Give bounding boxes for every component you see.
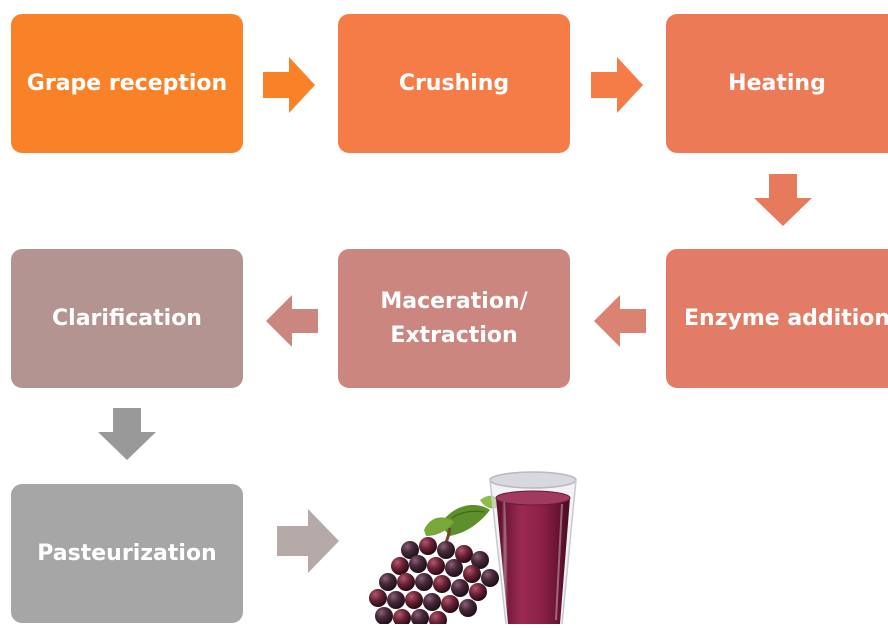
step-grape-reception: Grape reception xyxy=(11,14,243,153)
arrow-right-icon xyxy=(277,509,339,573)
arrow-right-icon xyxy=(263,57,315,113)
step-label: Pasteurization xyxy=(37,540,217,566)
arrow-right-icon xyxy=(591,57,643,113)
step-enzyme-addition: Enzyme addition xyxy=(666,249,888,388)
step-pasteurization: Pasteurization xyxy=(11,484,243,623)
step-label: Crushing xyxy=(398,70,510,96)
arrow-down-icon xyxy=(98,408,156,460)
arrow-down-icon xyxy=(754,174,812,226)
step-clarification: Clarification xyxy=(11,249,243,388)
step-maceration-extraction: Maceration/ Extraction xyxy=(338,249,570,388)
step-label: Clarification xyxy=(52,305,202,331)
step-label: Maceration/ Extraction xyxy=(380,288,528,348)
arrow-left-icon xyxy=(266,295,318,347)
grape-juice-image xyxy=(340,470,590,628)
arrow-left-icon xyxy=(594,295,646,347)
step-label: Grape reception xyxy=(26,70,228,96)
step-label: Enzyme addition xyxy=(684,305,888,331)
step-heating: Heating xyxy=(666,14,888,153)
step-label: Heating xyxy=(728,70,826,96)
step-crushing: Crushing xyxy=(338,14,570,153)
